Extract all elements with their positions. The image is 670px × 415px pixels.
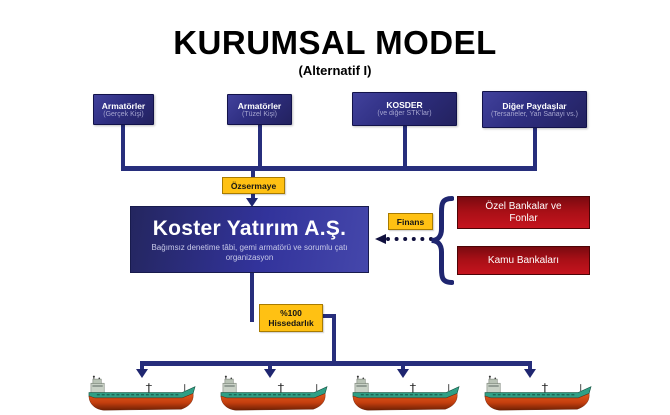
down-arrow-icon <box>246 198 258 207</box>
finance-label: Finans <box>388 213 433 230</box>
left-arrow-icon <box>375 233 386 244</box>
box-title: Armatörler <box>101 100 146 111</box>
company-subtitle: Bağımsız denetime tâbi, gemi armatörü ve… <box>151 243 348 262</box>
connector-horizontal-top <box>120 166 537 171</box>
fleet-stem <box>400 365 405 370</box>
fleet-stem <box>139 365 144 370</box>
stakeholder-box-diger-paydaslar: Diğer Paydaşlar (Tersaneler, Yan Sanayi … <box>482 91 587 128</box>
curly-brace-icon <box>431 196 454 285</box>
box-subtitle: (Gerçek Kişi) <box>103 110 144 118</box>
page-title: KURUMSAL MODEL <box>173 24 497 61</box>
finance-source-label: Kamu Bankaları <box>487 254 560 266</box>
shareholding-label: %100 Hissedarlık <box>259 304 323 332</box>
box-subtitle: (Tüzel Kişi) <box>241 110 277 118</box>
stakeholder-box-kosder: KOSDER (ve diğer STK'lar) <box>352 92 457 126</box>
box-subtitle: (ve diğer STK'lar) <box>377 110 432 117</box>
shareholding-label-text: %100 Hissedarlık <box>268 308 314 328</box>
connector-koster-down <box>249 272 254 322</box>
connector-drop-diger-paydaslar <box>532 128 537 170</box>
finance-label-text: Finans <box>396 216 425 227</box>
company-box-koster-yatirim: Koster Yatırım A.Ş. Bağımsız denetime tâ… <box>130 206 369 273</box>
box-title: KOSDER <box>386 100 423 110</box>
finance-source-kamu-bankalari: Kamu Bankaları <box>457 246 590 275</box>
connector-drop-armatorler-tuzel <box>257 125 262 170</box>
box-title: Armatörler <box>237 100 282 111</box>
connector-horizontal-bottom <box>140 361 532 366</box>
connector-drop-armatorler-gercek <box>120 125 125 170</box>
cargo-ship-icon <box>219 375 329 413</box>
finance-source-label: Özel Bankalar ve Fonlar <box>485 200 562 224</box>
down-arrow-icon <box>263 369 276 378</box>
finance-source-ozel-bankalar: Özel Bankalar ve Fonlar <box>457 196 590 229</box>
connector-hissedarlik-right <box>322 313 336 318</box>
connector-drop-kosder <box>402 126 407 170</box>
connector-to-fleet-line <box>331 313 336 365</box>
box-subtitle: (Tersaneler, Yan Sanayi vs.) <box>491 110 578 118</box>
page-subtitle: (Alternatif I) <box>298 63 372 78</box>
down-arrow-icon <box>523 369 536 378</box>
cargo-ship-icon <box>351 375 461 413</box>
stakeholder-box-armatorler-tuzel: Armatörler (Tüzel Kişi) <box>227 94 292 125</box>
fleet-stem <box>527 365 532 370</box>
stakeholder-box-armatorler-gercek: Armatörler (Gerçek Kişi) <box>93 94 154 125</box>
equity-label: Özsermaye <box>222 177 285 194</box>
box-title: Diğer Paydaşlar <box>502 100 567 111</box>
company-title: Koster Yatırım A.Ş. <box>152 217 347 240</box>
connector-ozsermaye-to-koster <box>250 193 255 199</box>
dotted-finance-line <box>386 237 433 241</box>
equity-label-text: Özsermaye <box>230 180 277 191</box>
fleet-stem <box>267 365 272 370</box>
cargo-ship-icon <box>483 375 593 413</box>
down-arrow-icon <box>135 369 148 378</box>
connector-to-ozsermaye <box>250 170 255 178</box>
down-arrow-icon <box>396 369 409 378</box>
cargo-ship-icon <box>87 375 197 413</box>
